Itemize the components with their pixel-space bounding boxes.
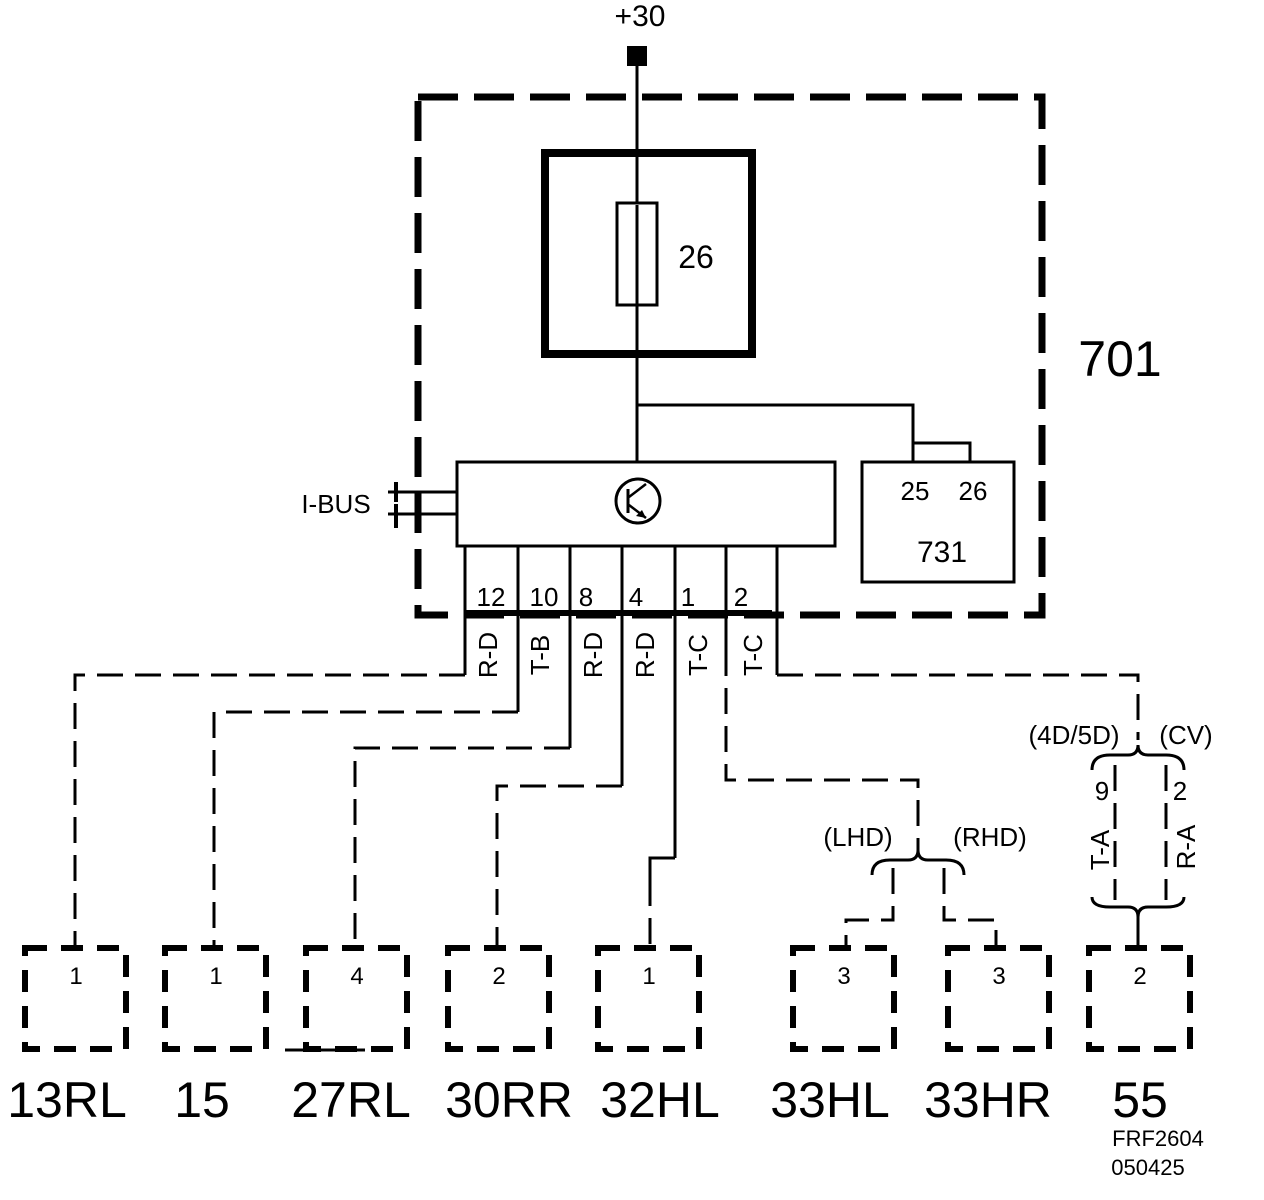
wire-run-33 — [724, 650, 920, 850]
wire-run-32HL-solid — [648, 856, 675, 880]
svg-text:R-D: R-D — [473, 632, 503, 678]
svg-text:R-D: R-D — [630, 632, 660, 678]
svg-text:R-D: R-D — [578, 632, 608, 678]
control-unit — [455, 460, 837, 548]
svg-text:13RL: 13RL — [7, 1072, 127, 1128]
svg-text:T-C: T-C — [683, 634, 713, 676]
variant-4d5d: (4D/5D) — [1028, 720, 1119, 750]
pin-4: 4 R-D — [620, 546, 660, 786]
svg-text:3: 3 — [992, 963, 1005, 990]
variant-wire-left: T-A — [1085, 829, 1115, 870]
wire-run-33HR — [942, 868, 998, 948]
pin-10: 10 T-B — [516, 546, 559, 712]
svg-text:T-C: T-C — [738, 634, 768, 676]
svg-text:12: 12 — [477, 582, 506, 612]
svg-text:4: 4 — [350, 963, 363, 990]
submodule-pin-b: 26 — [959, 476, 988, 506]
lhd-rhd-brace — [870, 849, 966, 876]
connector-32HL: 1 32HL — [595, 945, 720, 1128]
module-701-boundary — [414, 93, 1046, 619]
supply-terminal — [627, 46, 647, 66]
variant-rhd: (RHD) — [953, 822, 1027, 852]
drawing-date: 050425 — [1111, 1155, 1184, 1180]
connector-15: 1 15 — [162, 945, 269, 1128]
connector-13RL: 1 13RL — [7, 945, 129, 1128]
drawing-id: FRF2604 — [1112, 1126, 1204, 1151]
fuse-holder — [541, 149, 756, 358]
svg-text:30RR: 30RR — [445, 1072, 573, 1128]
branch-wire-731 — [637, 403, 915, 463]
wire-run-15 — [212, 710, 518, 948]
wire-run-33HL — [844, 868, 895, 948]
connector-33HL: 3 33HL — [770, 945, 897, 1128]
svg-text:3: 3 — [837, 963, 850, 990]
pin-2: 2 T-C — [724, 546, 779, 676]
svg-text:1: 1 — [209, 963, 222, 990]
svg-text:1: 1 — [642, 963, 655, 990]
svg-text:10: 10 — [530, 582, 559, 612]
wire-run-27RL — [353, 746, 570, 948]
ibus-connector — [388, 482, 457, 528]
svg-text:27RL: 27RL — [291, 1072, 411, 1128]
wire-run-30RR — [495, 784, 622, 948]
svg-text:2: 2 — [1133, 963, 1146, 990]
submodule-id: 731 — [917, 536, 967, 569]
pin-12: 12 R-D — [463, 546, 506, 678]
module-id: 701 — [1078, 331, 1161, 387]
supply-label: +30 — [615, 0, 666, 33]
transistor-symbol — [614, 477, 662, 525]
variant-wire-right: R-A — [1171, 824, 1201, 869]
pin-8: 8 R-D — [568, 546, 608, 748]
connector-30RR: 2 30RR — [445, 945, 573, 1128]
bridge-wire-731 — [913, 441, 972, 463]
connector-33HR: 3 33HR — [924, 945, 1052, 1128]
variant-bottom-brace — [1090, 896, 1186, 918]
wire-run-55 — [777, 673, 1140, 740]
svg-text:32HL: 32HL — [600, 1072, 720, 1128]
svg-text:33HR: 33HR — [924, 1072, 1052, 1128]
variant-top-brace — [1090, 744, 1186, 771]
wire-run-13RL — [73, 673, 465, 948]
pin-1: 1 T-C — [673, 546, 713, 858]
connector-55: 2 55 — [1086, 945, 1193, 1128]
variant-pin-left: 9 — [1095, 776, 1109, 806]
submodule-pin-a: 25 — [901, 476, 930, 506]
submodule-731 — [860, 460, 1016, 584]
fuse-label: 26 — [678, 239, 714, 275]
svg-text:2: 2 — [492, 963, 505, 990]
svg-text:T-B: T-B — [525, 635, 555, 675]
svg-text:33HL: 33HL — [770, 1072, 890, 1128]
svg-text:4: 4 — [629, 582, 643, 612]
variant-pin-right: 2 — [1173, 776, 1187, 806]
svg-text:1: 1 — [681, 582, 695, 612]
variant-cv: (CV) — [1159, 720, 1212, 750]
svg-text:2: 2 — [734, 582, 748, 612]
svg-text:15: 15 — [174, 1072, 230, 1128]
connector-27RL: 4 27RL — [285, 945, 411, 1128]
svg-text:8: 8 — [579, 582, 593, 612]
variant-lhd: (LHD) — [823, 822, 892, 852]
ibus-label: I-BUS — [301, 489, 370, 519]
svg-text:55: 55 — [1112, 1072, 1168, 1128]
svg-text:1: 1 — [69, 963, 82, 990]
